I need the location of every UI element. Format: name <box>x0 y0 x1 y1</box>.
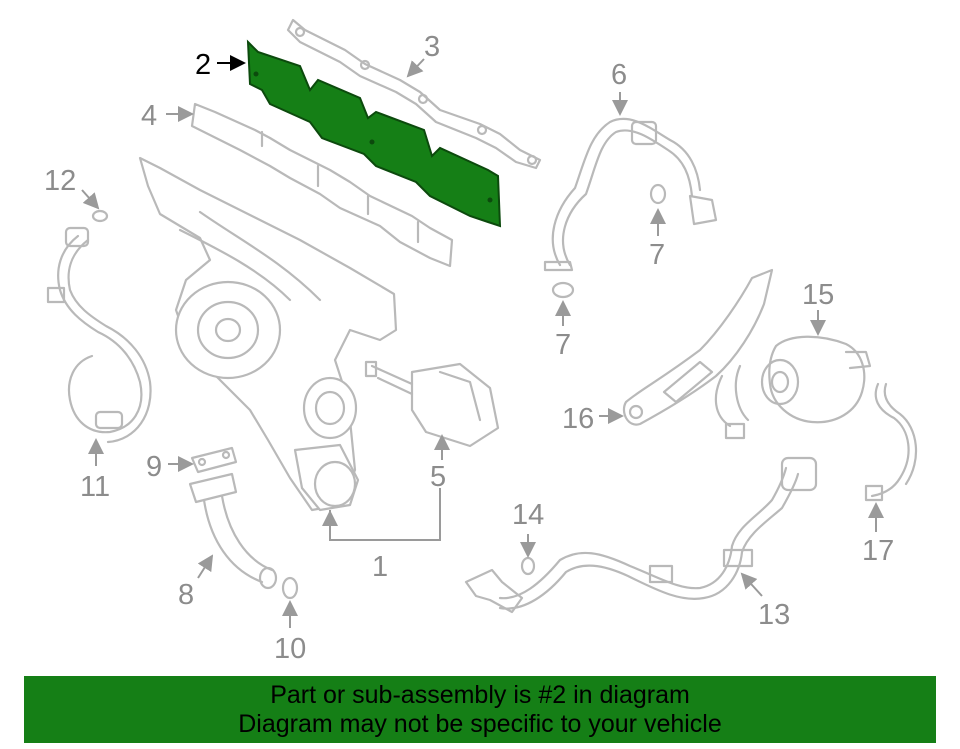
part-6-pipe <box>543 117 718 272</box>
callout-14: 14 <box>512 499 544 531</box>
callout-11: 11 <box>80 471 110 503</box>
banner-line-part: Part or sub-assembly is #2 in diagram <box>270 681 690 709</box>
banner-line-disclaimer: Diagram may not be specific to your vehi… <box>238 710 722 738</box>
callout-13: 13 <box>758 599 790 631</box>
callout-15: 15 <box>802 279 834 311</box>
callout-2: 2 <box>195 49 211 81</box>
callout-6: 6 <box>611 59 627 91</box>
part-9-gasket <box>190 446 238 474</box>
part-2-heat-shield <box>246 39 502 228</box>
part-3-gasket <box>286 18 542 170</box>
part-8-pipe <box>188 472 278 590</box>
part-7-washer-lower <box>551 281 575 299</box>
callout-12: 12 <box>44 165 76 197</box>
callout-9: 9 <box>146 451 162 483</box>
part-7-washer-upper <box>649 183 667 205</box>
part-16-bracket <box>622 268 774 440</box>
callout-4: 4 <box>141 100 157 132</box>
callout-5: 5 <box>430 461 446 493</box>
part-1-turbocharger <box>138 156 398 512</box>
part-13-coolant-line <box>464 456 818 614</box>
callout-8: 8 <box>178 579 194 611</box>
callout-17: 17 <box>862 535 894 567</box>
callout-7-upper: 7 <box>649 239 665 271</box>
part-4-gasket <box>190 102 454 268</box>
part-5-actuator <box>364 360 500 448</box>
callout-leaders <box>81 55 884 628</box>
callout-3: 3 <box>424 31 440 63</box>
parts-diagram: 1 2 3 4 5 6 7 7 8 9 10 11 12 13 14 15 16… <box>44 18 918 665</box>
part-15-water-pump <box>760 335 872 424</box>
callout-7-lower: 7 <box>555 329 571 361</box>
callout-16: 16 <box>562 403 594 435</box>
callout-10: 10 <box>274 633 306 665</box>
part-17-hose <box>864 382 918 502</box>
part-12-washer <box>91 209 109 223</box>
callout-1: 1 <box>372 551 388 583</box>
part-14-washer <box>520 556 536 576</box>
part-10-washer <box>281 576 299 600</box>
part-11-oil-line <box>46 226 152 444</box>
info-banner: Part or sub-assembly is #2 in diagram Di… <box>24 676 936 743</box>
